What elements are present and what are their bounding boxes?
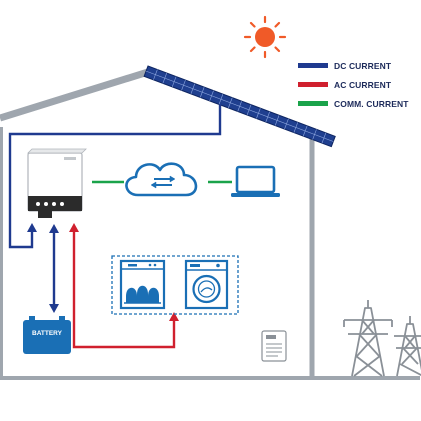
legend-label-ac: AC CURRENT: [334, 79, 392, 90]
dishwasher-icon: [119, 259, 166, 310]
dc-arrow-inverter-left: [27, 223, 37, 232]
power-tower-icon: [394, 316, 421, 377]
ac-arrow-appliances: [169, 312, 179, 321]
ac-line-inverter-appliances: [72, 230, 176, 349]
legend-swatch-ac: [298, 82, 328, 87]
cloud-icon: [125, 162, 198, 197]
dc-line-panel-inverter: [8, 104, 222, 249]
washing-machine-icon: [184, 259, 229, 310]
ac-arrow-inverter: [69, 223, 79, 232]
battery-icon: [23, 316, 71, 354]
inverter-icon: [27, 148, 87, 218]
legend-item-comm: COMM. CURRENT: [298, 94, 421, 113]
battery-label: BATTERY: [32, 330, 62, 337]
legend-item-ac: AC CURRENT: [298, 75, 421, 94]
dc-arrow-up: [49, 224, 59, 233]
legend-swatch-comm: [298, 101, 328, 106]
dc-arrow-down: [49, 304, 59, 313]
sun-icon: [243, 15, 287, 59]
meter-icon: [261, 330, 287, 362]
legend: DC CURRENT AC CURRENT COMM. CURRENT: [298, 56, 421, 113]
legend-label-comm: COMM. CURRENT: [334, 98, 409, 109]
power-tower-icon: [343, 300, 393, 377]
legend-swatch-dc: [298, 63, 328, 68]
legend-label-dc: DC CURRENT: [334, 60, 392, 71]
laptop-icon: [231, 165, 280, 197]
appliances-box: [111, 255, 239, 315]
solar-panel-icon: [143, 65, 336, 148]
legend-item-dc: DC CURRENT: [298, 56, 421, 75]
